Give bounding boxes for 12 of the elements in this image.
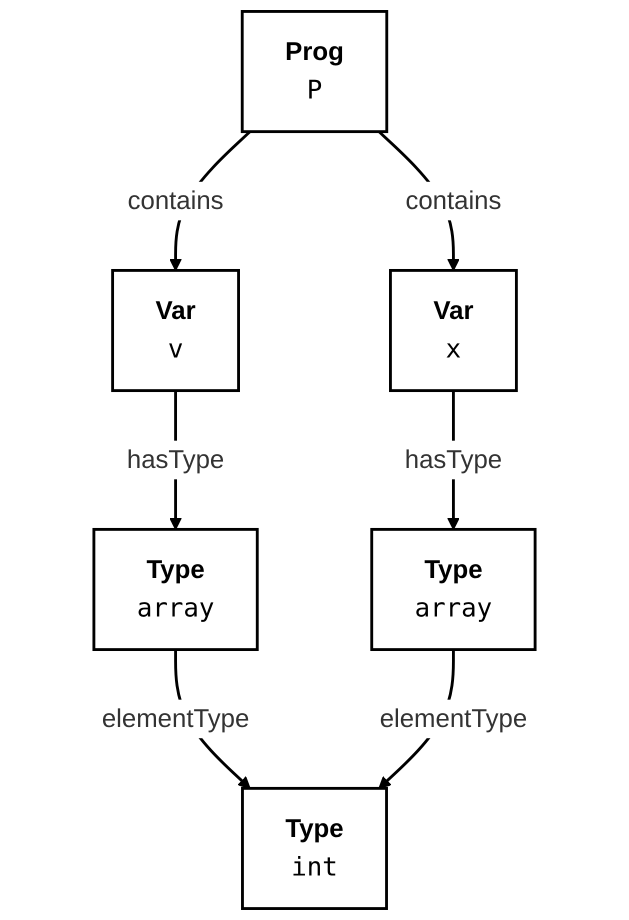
edge-label: elementType <box>102 704 250 733</box>
edge-label: hasType <box>404 444 502 474</box>
node-box: Var x <box>389 269 518 392</box>
node-box: Var v <box>111 269 240 392</box>
edge-label: hasType <box>126 444 224 474</box>
edge-label: elementType <box>380 704 528 733</box>
edge-label: contains <box>128 186 224 215</box>
node-box: Type int <box>241 786 388 910</box>
node-box: Prog P <box>240 10 388 134</box>
node-box: Type array <box>92 528 259 651</box>
edge-label: contains <box>405 186 502 215</box>
node-box: Type array <box>370 528 537 651</box>
